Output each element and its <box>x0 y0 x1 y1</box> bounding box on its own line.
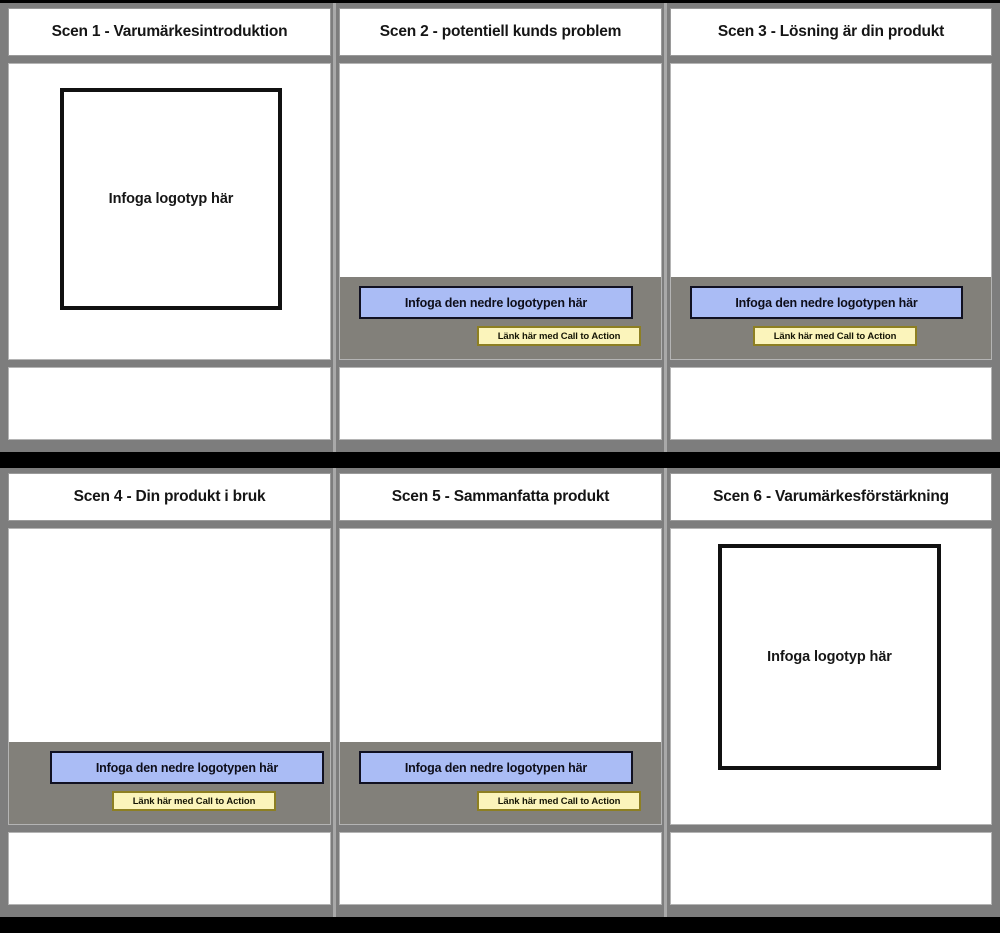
scene-notes-1[interactable] <box>8 367 331 440</box>
scene-overlay-strip-3: Infoga den nedre logotypen här Länk här … <box>671 277 991 359</box>
scene-panel-5[interactable]: Scen 5 - Sammanfatta produkt Infoga den … <box>339 468 662 917</box>
scene-title-box-4: Scen 4 - Din produkt i bruk <box>8 473 331 521</box>
cta-link-label-3: Länk här med Call to Action <box>773 330 897 342</box>
scene-stage-6[interactable]: Infoga logotyp här <box>670 528 992 825</box>
lower-logo-placeholder-3[interactable]: Infoga den nedre logotypen här <box>690 286 963 319</box>
scene-stage-5[interactable]: Infoga den nedre logotypen här Länk här … <box>339 528 662 825</box>
column-seam <box>333 3 336 452</box>
logo-placeholder-label-6: Infoga logotyp här <box>767 649 892 665</box>
cta-link-button-2[interactable]: Länk här med Call to Action <box>477 326 641 346</box>
scene-panel-3[interactable]: Scen 3 - Lösning är din produkt Infoga d… <box>670 3 992 452</box>
scene-panel-2[interactable]: Scen 2 - potentiell kunds problem Infoga… <box>339 3 662 452</box>
scene-notes-2[interactable] <box>339 367 662 440</box>
scene-stage-3[interactable]: Infoga den nedre logotypen här Länk här … <box>670 63 992 360</box>
column-seam <box>664 468 667 917</box>
scene-title-box-3: Scen 3 - Lösning är din produkt <box>670 8 992 56</box>
lower-logo-label-4: Infoga den nedre logotypen här <box>95 760 279 775</box>
lower-logo-label-3: Infoga den nedre logotypen här <box>735 295 918 310</box>
scene-stage-1[interactable]: Infoga logotyp här <box>8 63 331 360</box>
scene-overlay-strip-4: Infoga den nedre logotypen här Länk här … <box>9 742 330 824</box>
scene-title-box-2: Scen 2 - potentiell kunds problem <box>339 8 662 56</box>
scene-title-5: Scen 5 - Sammanfatta produkt <box>391 488 610 506</box>
scene-panel-1[interactable]: Scen 1 - Varumärkesintroduktion Infoga l… <box>8 3 331 452</box>
logo-placeholder-label-1: Infoga logotyp här <box>108 191 234 207</box>
scene-title-1: Scen 1 - Varumärkesintroduktion <box>51 23 288 41</box>
cta-link-button-5[interactable]: Länk här med Call to Action <box>477 791 641 811</box>
scene-title-2: Scen 2 - potentiell kunds problem <box>379 23 622 41</box>
scene-panel-4[interactable]: Scen 4 - Din produkt i bruk Infoga den n… <box>8 468 331 917</box>
scene-notes-5[interactable] <box>339 832 662 905</box>
lower-logo-label-2: Infoga den nedre logotypen här <box>404 295 588 310</box>
storyboard-row-2: Scen 4 - Din produkt i bruk Infoga den n… <box>0 468 1000 917</box>
lower-logo-placeholder-4[interactable]: Infoga den nedre logotypen här <box>50 751 324 784</box>
scene-panel-6[interactable]: Scen 6 - Varumärkesförstärkning Infoga l… <box>670 468 992 917</box>
scene-title-3: Scen 3 - Lösning är din produkt <box>717 23 945 41</box>
cta-link-button-3[interactable]: Länk här med Call to Action <box>753 326 917 346</box>
scene-title-6: Scen 6 - Varumärkesförstärkning <box>713 488 949 506</box>
lower-logo-label-5: Infoga den nedre logotypen här <box>404 760 588 775</box>
column-seam <box>333 468 336 917</box>
scene-stage-2[interactable]: Infoga den nedre logotypen här Länk här … <box>339 63 662 360</box>
scene-title-4: Scen 4 - Din produkt i bruk <box>73 488 266 506</box>
scene-notes-4[interactable] <box>8 832 331 905</box>
scene-notes-6[interactable] <box>670 832 992 905</box>
cta-link-label-4: Länk här med Call to Action <box>132 795 256 807</box>
lower-logo-placeholder-5[interactable]: Infoga den nedre logotypen här <box>359 751 633 784</box>
cta-link-label-5: Länk här med Call to Action <box>497 795 621 807</box>
column-seam <box>664 3 667 452</box>
logo-placeholder-6[interactable]: Infoga logotyp här <box>718 544 941 770</box>
cta-link-button-4[interactable]: Länk här med Call to Action <box>112 791 276 811</box>
scene-title-box-5: Scen 5 - Sammanfatta produkt <box>339 473 662 521</box>
scene-overlay-strip-2: Infoga den nedre logotypen här Länk här … <box>340 277 661 359</box>
scene-overlay-strip-5: Infoga den nedre logotypen här Länk här … <box>340 742 661 824</box>
storyboard-row-1: Scen 1 - Varumärkesintroduktion Infoga l… <box>0 3 1000 452</box>
logo-placeholder-1[interactable]: Infoga logotyp här <box>60 88 282 310</box>
cta-link-label-2: Länk här med Call to Action <box>497 330 621 342</box>
scene-title-box-1: Scen 1 - Varumärkesintroduktion <box>8 8 331 56</box>
scene-stage-4[interactable]: Infoga den nedre logotypen här Länk här … <box>8 528 331 825</box>
scene-title-box-6: Scen 6 - Varumärkesförstärkning <box>670 473 992 521</box>
lower-logo-placeholder-2[interactable]: Infoga den nedre logotypen här <box>359 286 633 319</box>
scene-notes-3[interactable] <box>670 367 992 440</box>
